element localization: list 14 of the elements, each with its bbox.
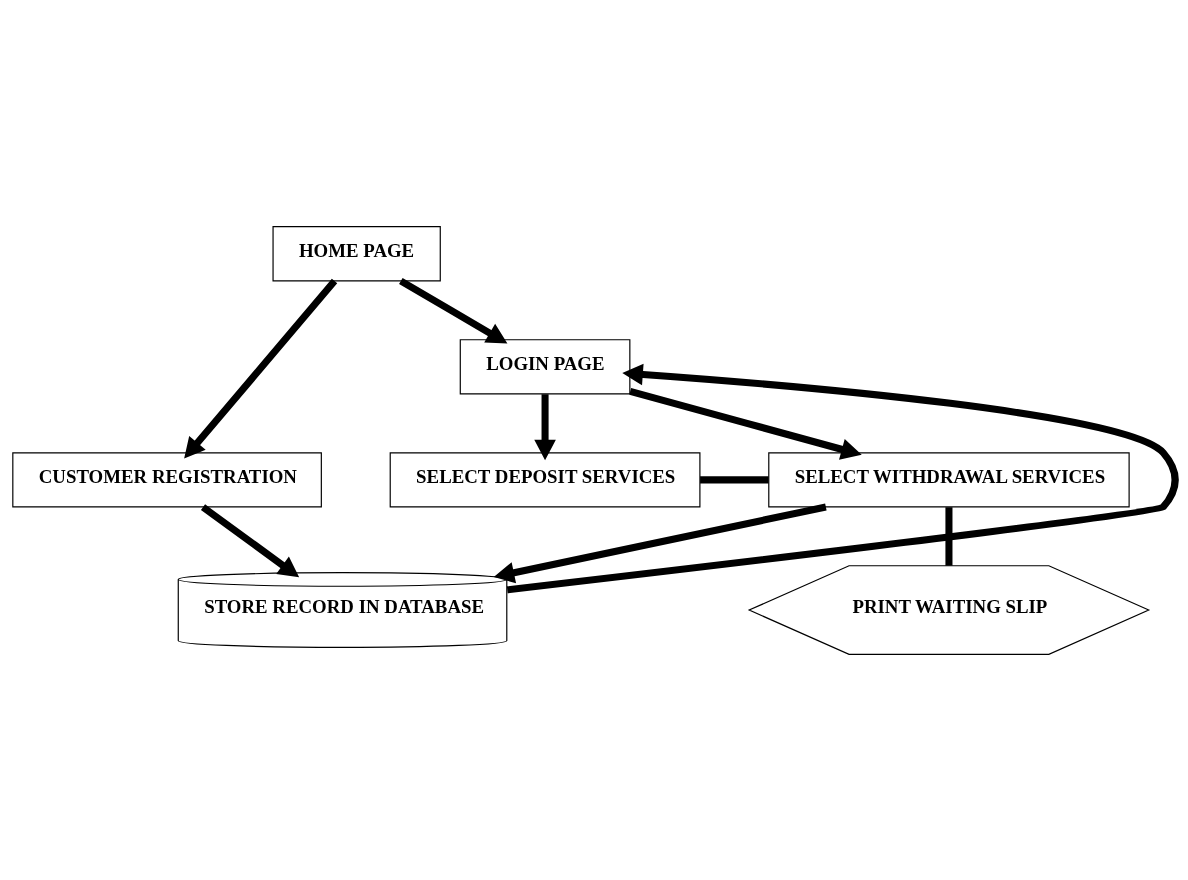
connector <box>700 475 769 483</box>
node-box: SELECT WITHDRAWAL SERVICES <box>768 451 1130 508</box>
arrow <box>534 393 556 460</box>
arrow <box>200 503 300 577</box>
node-box: HOME PAGE <box>272 225 441 281</box>
node-box: CUSTOMER REGISTRATION <box>12 451 322 508</box>
arrow <box>184 278 338 459</box>
connector <box>945 506 953 566</box>
arrow <box>629 387 862 460</box>
arrow <box>506 363 1179 593</box>
arrow <box>399 277 508 344</box>
node-box: SELECT DEPOSIT SERVICES <box>389 451 701 508</box>
arrow <box>493 503 827 583</box>
node-box: LOGIN PAGE <box>459 338 631 394</box>
